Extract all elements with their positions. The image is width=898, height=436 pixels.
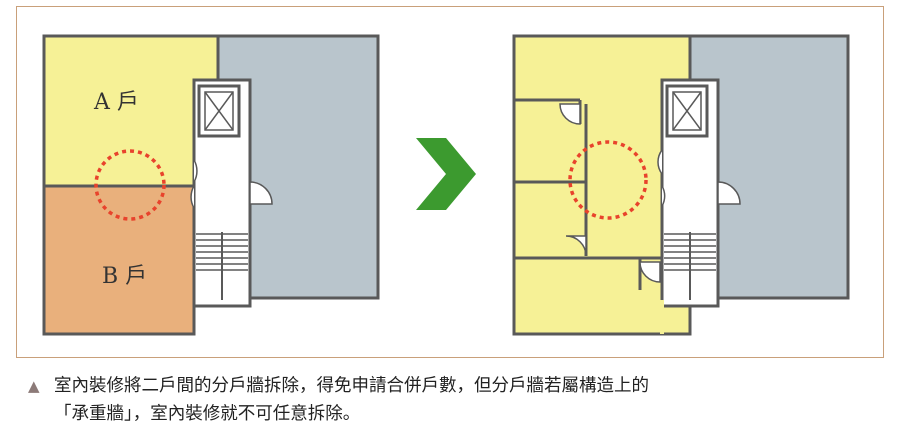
caption: ▲ 室內裝修將二戶間的分戶牆拆除，得免申請合併戶數，但分戶牆若屬構造上的 「承重牆…: [28, 372, 878, 428]
dashed-circle-highlight: [568, 140, 648, 220]
caption-text-2: 「承重牆」，室內裝修就不可任意拆除。: [54, 404, 361, 424]
door-swing-icon: [190, 159, 273, 209]
triangle-marker-icon: ▲: [28, 377, 40, 395]
stairs-icon: [664, 232, 716, 300]
unit-b-label: B 戶: [102, 264, 147, 289]
stairs-icon: [196, 232, 248, 300]
door-swing-icon: [559, 103, 741, 283]
unit-b-area: [42, 184, 196, 336]
unit-a-label: A 戶: [93, 90, 139, 115]
plan-after: [512, 34, 850, 336]
elevator-icon: [197, 84, 241, 138]
caption-line-1: ▲ 室內裝修將二戶間的分戶牆拆除，得免申請合併戶數，但分戶牆若屬構造上的: [28, 372, 878, 400]
chevron-right-arrow-icon: [416, 138, 476, 210]
plan-before: A 戶 B 戶: [42, 34, 380, 336]
unit-a-area: [42, 34, 220, 188]
caption-text-1: 室內裝修將二戶間的分戶牆拆除，得免申請合併戶數，但分戶牆若屬構造上的: [54, 376, 649, 396]
dashed-circle-highlight: [94, 149, 166, 221]
floor-plan-diagram: A 戶 B 戶: [42, 34, 850, 336]
elevator-icon: [665, 84, 709, 138]
